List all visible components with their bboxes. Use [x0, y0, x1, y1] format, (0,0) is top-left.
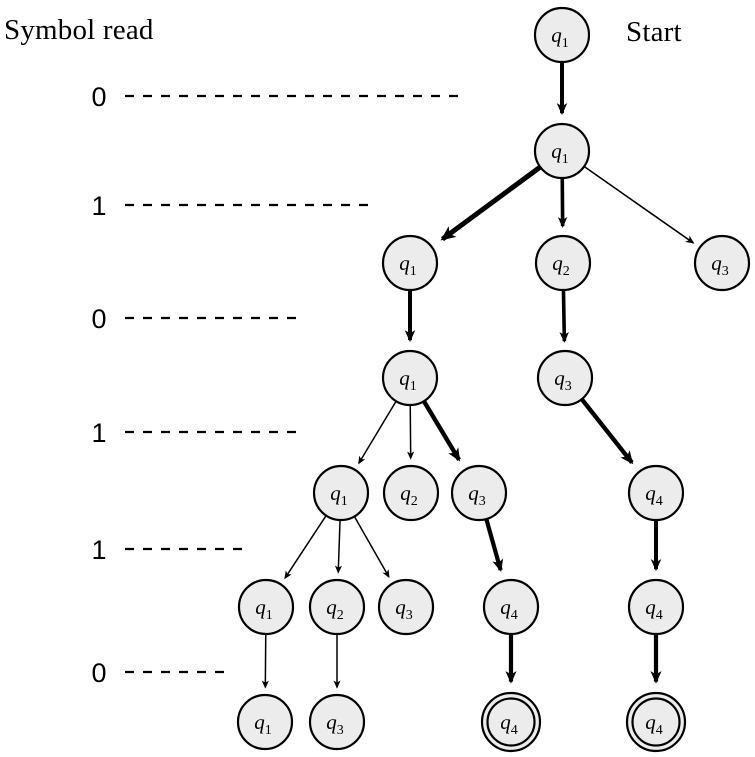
state-label: q4: [645, 710, 663, 738]
row-symbol-5: 0: [91, 658, 107, 688]
state-circle: [450, 464, 508, 522]
state-node[interactable]: q2: [534, 234, 592, 292]
transition-edge-n7-to-n13: [353, 516, 390, 579]
accept-state-node[interactable]: q4: [625, 691, 687, 753]
transition-edges: [261, 62, 695, 689]
state-node[interactable]: q4: [627, 578, 685, 636]
state-node[interactable]: q3: [536, 349, 594, 407]
state-circle: [482, 578, 540, 636]
transition-edge-n1-to-n4: [584, 166, 695, 244]
state-node[interactable]: q3: [693, 234, 751, 292]
transition-edge-n3-to-n6: [559, 290, 569, 343]
accept-inner-ring: [486, 697, 536, 747]
state-label: q2: [552, 251, 570, 279]
row-symbol-0: 0: [91, 82, 107, 112]
state-node[interactable]: q1: [237, 578, 295, 636]
state-circle: [377, 578, 435, 636]
state-node[interactable]: q3: [450, 464, 508, 522]
state-label: q4: [645, 595, 663, 623]
accept-state-node[interactable]: q4: [480, 691, 542, 753]
state-label: q4: [500, 595, 518, 623]
state-label: q1: [551, 23, 569, 51]
state-label: q4: [500, 710, 518, 738]
state-circle: [312, 464, 370, 522]
state-node[interactable]: q1: [236, 693, 294, 751]
state-label: q3: [711, 251, 729, 279]
state-label: q1: [330, 481, 348, 509]
state-label: q2: [326, 595, 344, 623]
transition-edge-n1-to-n2: [440, 165, 542, 242]
transition-edge-n5-to-n9: [422, 400, 461, 462]
state-circle: [308, 578, 366, 636]
state-circle: [693, 234, 751, 292]
symbol-read-title: Symbol read: [4, 14, 154, 46]
row-symbol-2: 0: [91, 304, 107, 334]
transition-edge-n9-to-n14: [484, 518, 504, 573]
state-label: q1: [399, 366, 417, 394]
state-circle: [627, 578, 685, 636]
state-nodes: q1 q1 q1 q2 q3 q1 q3 q1 q2 q3 q4 q1 q2 q3 q4 q4 q1 q3 q4 q4: [236, 6, 751, 753]
state-node[interactable]: q4: [627, 464, 685, 522]
state-node[interactable]: q4: [482, 578, 540, 636]
state-label: q3: [554, 366, 572, 394]
row-symbol-4: 1: [91, 535, 107, 565]
state-label: q1: [551, 139, 569, 167]
state-label: q3: [468, 481, 486, 509]
state-circle: [381, 349, 439, 407]
state-label: q1: [399, 251, 417, 279]
state-circle: [627, 464, 685, 522]
state-label: q3: [395, 595, 413, 623]
state-label: q1: [255, 595, 273, 623]
state-node[interactable]: q2: [382, 464, 440, 522]
state-circle: [308, 693, 366, 751]
state-node[interactable]: q1: [533, 122, 591, 180]
state-node[interactable]: q1: [381, 234, 439, 292]
state-node[interactable]: q1: [381, 349, 439, 407]
state-circle: [534, 234, 592, 292]
transition-edge-n7-to-n12: [334, 520, 343, 574]
accept-inner-ring: [631, 697, 681, 747]
transition-edge-n5-to-n7: [358, 401, 397, 465]
transition-edge-n7-to-n11: [284, 515, 327, 580]
dashed-guide-lines: [125, 94, 465, 674]
transition-edge-n6-to-n10: [580, 398, 634, 465]
state-circle: [533, 6, 591, 64]
state-circle: [536, 349, 594, 407]
state-circle: [382, 464, 440, 522]
state-node[interactable]: q1: [312, 464, 370, 522]
state-node[interactable]: q2: [308, 578, 366, 636]
state-label: q4: [645, 481, 663, 509]
state-node[interactable]: q3: [377, 578, 435, 636]
state-node[interactable]: q1: [533, 6, 591, 64]
row-symbol-3: 1: [91, 418, 107, 448]
state-circle: [237, 578, 295, 636]
state-node[interactable]: q3: [308, 693, 366, 751]
state-circle: [533, 122, 591, 180]
start-label: Start: [626, 16, 682, 48]
state-circle: [236, 693, 294, 751]
row-symbol-1: 1: [91, 191, 107, 221]
state-circle: [381, 234, 439, 292]
state-label: q3: [326, 710, 344, 738]
state-label: q1: [254, 710, 272, 738]
state-label: q2: [400, 481, 418, 509]
